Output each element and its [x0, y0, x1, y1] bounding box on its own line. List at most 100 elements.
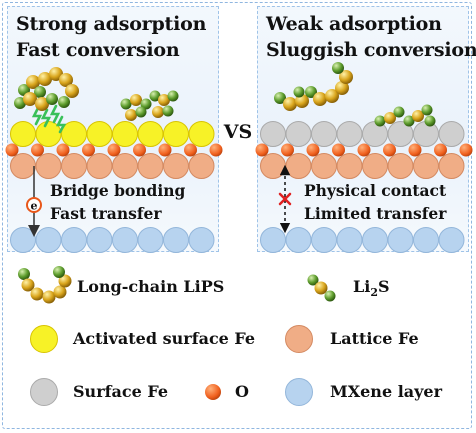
legend-oxygen-icon: [205, 384, 221, 400]
mxene-atom: [362, 227, 388, 253]
legend-surface-fe-label: Surface Fe: [73, 382, 169, 401]
mxene-atom: [86, 227, 113, 253]
oxygen-atom: [56, 143, 70, 157]
oxygen-atom: [184, 143, 197, 157]
activated-fe-atom: [10, 121, 36, 147]
legend-activated-fe-label: Activated surface Fe: [73, 329, 256, 348]
right-mxene-layer: [260, 227, 465, 253]
left-long-chain-lips: [14, 67, 79, 111]
lattice-fe-atom: [413, 153, 439, 179]
mxene-atom: [163, 227, 189, 253]
mxene-atom: [336, 227, 363, 253]
activated-fe-atom: [188, 121, 215, 147]
legend-mxene-icon: [285, 378, 313, 406]
surface-fe-atom: [260, 121, 286, 147]
oxygen-atom: [255, 143, 269, 157]
mxene-atom: [438, 227, 465, 253]
oxygen-atom: [107, 143, 121, 157]
lattice-fe-atom: [86, 153, 113, 179]
oxygen-atom: [82, 143, 95, 157]
mxene-atom: [311, 227, 337, 253]
surface-fe-atom: [285, 121, 312, 147]
oxygen-atom: [158, 143, 172, 157]
right-surface-fe-row: [260, 121, 465, 147]
left-mxene-layer: [10, 227, 215, 253]
surface-fe-atom: [336, 121, 363, 147]
left-title-line2: Fast conversion: [16, 39, 180, 61]
right-note-line2: Limited transfer: [304, 204, 447, 223]
right-li2s-cluster: [374, 104, 436, 127]
lattice-fe-atom: [35, 153, 62, 179]
legend-long-chain-label: Long-chain LiPS: [77, 277, 225, 296]
right-title-line1: Weak adsorption: [266, 13, 442, 35]
mxene-atom: [112, 227, 138, 253]
lattice-fe-atom: [163, 153, 189, 179]
lattice-fe-atom: [387, 153, 414, 179]
lattice-fe-atom: [61, 153, 87, 179]
mxene-atom: [260, 227, 286, 253]
mxene-atom: [387, 227, 414, 253]
left-activated-fe-row: [10, 121, 215, 147]
oxygen-atom: [209, 143, 223, 157]
surface-fe-atom: [311, 121, 337, 147]
vs-label: VS: [223, 121, 253, 143]
left-title-line1: Strong adsorption: [16, 13, 207, 35]
oxygen-atom: [281, 143, 294, 157]
lattice-fe-atom: [438, 153, 465, 179]
mxene-atom: [35, 227, 62, 253]
oxygen-atom: [31, 143, 44, 157]
lattice-fe-atom: [362, 153, 388, 179]
legend-surface-fe-icon: [30, 378, 58, 406]
surface-fe-atom: [362, 121, 388, 147]
legend-lattice-fe-icon: [285, 325, 313, 353]
lattice-fe-atom: [188, 153, 215, 179]
bridge-bonds: [31, 104, 67, 134]
legend-long-chain-lips-icon: [18, 266, 72, 304]
left-note-line2: Fast transfer: [50, 204, 162, 223]
oxygen-atom: [5, 143, 19, 157]
activated-fe-atom: [86, 121, 113, 147]
legend-li2s-label: Li2S: [353, 277, 390, 300]
oxygen-atom: [332, 143, 345, 157]
activated-fe-atom: [163, 121, 189, 147]
right-note-line1: Physical contact: [304, 181, 447, 200]
figure-frame: [2, 2, 472, 429]
mxene-atom: [188, 227, 215, 253]
electron-icon: [26, 197, 42, 213]
mxene-atom: [10, 227, 36, 253]
lattice-fe-atom: [137, 153, 164, 179]
right-long-chain-lips: [274, 62, 353, 111]
mxene-atom: [285, 227, 312, 253]
lattice-fe-atom: [336, 153, 363, 179]
left-li2s-cluster: [120, 90, 179, 121]
legend-mxene-label: MXene layer: [330, 382, 443, 401]
oxygen-atom: [459, 143, 473, 157]
oxygen-atom: [306, 143, 320, 157]
right-lattice-fe-row: [260, 153, 465, 179]
oxygen-atom: [408, 143, 422, 157]
lattice-fe-atom: [285, 153, 312, 179]
lattice-fe-atom: [10, 153, 36, 179]
electron-label: e: [31, 200, 38, 213]
left-oxygen-row: [5, 143, 223, 157]
right-title-line2: Sluggish conversion: [266, 39, 476, 61]
left-note-line1: Bridge bonding: [50, 181, 186, 200]
surface-fe-atom: [438, 121, 465, 147]
activated-fe-atom: [112, 121, 138, 147]
mxene-atom: [413, 227, 439, 253]
oxygen-atom: [133, 143, 146, 157]
blocked-cross-icon: [278, 192, 292, 206]
activated-fe-atom: [137, 121, 164, 147]
legend-activated-fe-icon: [30, 325, 58, 353]
oxygen-atom: [357, 143, 371, 157]
legend-li2s-icon: [307, 274, 336, 302]
oxygen-atom: [434, 143, 447, 157]
lattice-fe-atom: [260, 153, 286, 179]
mxene-atom: [61, 227, 87, 253]
mxene-atom: [137, 227, 164, 253]
left-lattice-fe-row: [10, 153, 215, 179]
right-oxygen-row: [255, 143, 473, 157]
oxygen-atom: [383, 143, 396, 157]
lattice-fe-atom: [112, 153, 138, 179]
